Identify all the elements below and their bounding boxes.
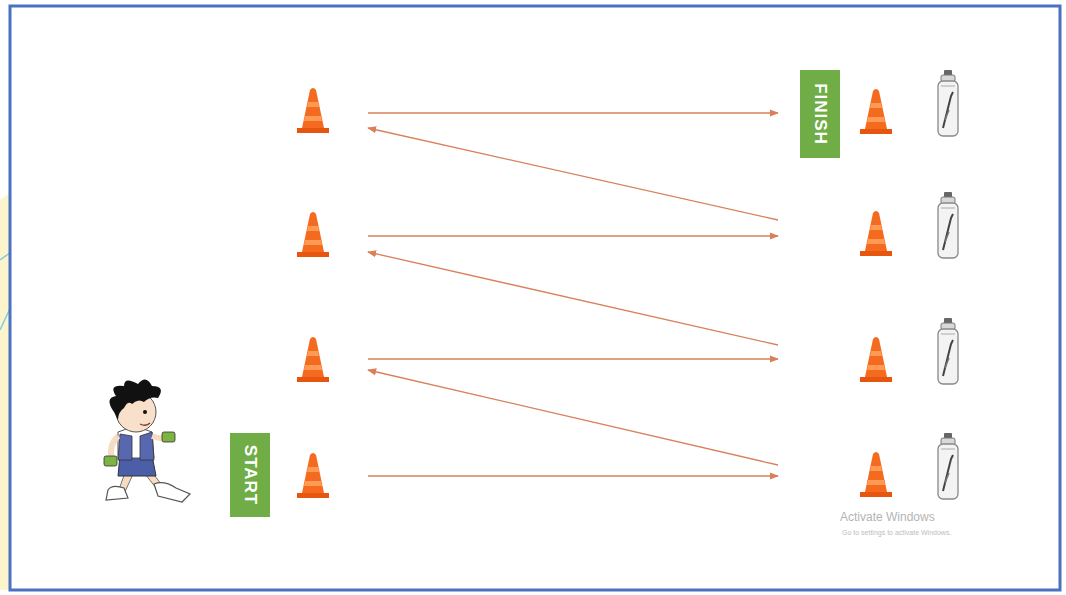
watermark-text: Go to settings to activate Windows. xyxy=(842,529,951,536)
run-path xyxy=(368,113,778,476)
marker-text: FINISH xyxy=(810,83,830,145)
run-line xyxy=(368,128,778,220)
cone xyxy=(860,89,892,134)
water-bottle xyxy=(938,192,958,258)
cone xyxy=(860,452,892,497)
run-line xyxy=(368,235,778,236)
cone xyxy=(297,337,329,382)
watermark-text: Activate Windows xyxy=(840,510,935,524)
start-finish-marker: FINISH xyxy=(800,70,840,158)
frame xyxy=(10,6,1060,590)
child-figure xyxy=(104,379,190,502)
water-bottle xyxy=(938,433,958,499)
run-line xyxy=(368,112,778,113)
marker-text: START xyxy=(240,445,260,505)
start-finish-marker: START xyxy=(230,433,270,517)
cone xyxy=(297,453,329,498)
water-bottle xyxy=(938,318,958,384)
run-line xyxy=(368,370,778,465)
run-line xyxy=(368,475,778,476)
cone xyxy=(860,337,892,382)
cone xyxy=(297,212,329,257)
water-bottle xyxy=(938,70,958,136)
cone xyxy=(297,88,329,133)
run-line xyxy=(368,252,778,345)
cone xyxy=(860,211,892,256)
run-line xyxy=(368,358,778,359)
